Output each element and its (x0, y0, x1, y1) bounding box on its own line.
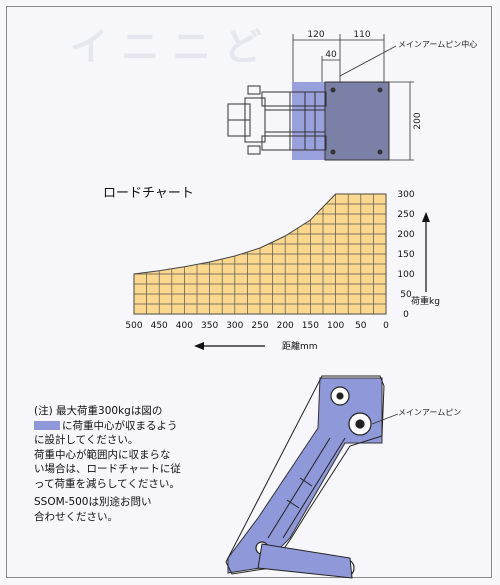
dim-height: 200 (413, 112, 423, 129)
y-tick-label: 200 (397, 230, 414, 240)
x-tick-label: 300 (226, 321, 243, 331)
x-tick-label: 0 (383, 321, 389, 331)
dim-top-left: 120 (307, 30, 324, 40)
plate-bolt (377, 149, 383, 155)
usage-note: (注) 最大荷重300kgは図の に荷重中心が収まるよう に設計してください。 … (34, 404, 224, 524)
side-pin-label: メインアームピン (398, 408, 461, 417)
platform-plate (324, 81, 390, 161)
note-line-text: に荷重中心が収まるよう (62, 419, 178, 432)
note-line: に設計してください。 (34, 434, 139, 446)
note-line: 荷重中心が範囲内に収まらな (34, 448, 171, 461)
note-line: に荷重中心が収まるよう (34, 419, 224, 434)
y-tick-label: 100 (397, 270, 414, 280)
y-tick-label: 150 (397, 250, 414, 260)
y-axis-ticks: 300 250 200 150 100 50 0 (397, 190, 414, 320)
plan-dimensions (292, 34, 414, 161)
note-line: (注) 最大荷重300kgは図の (34, 405, 163, 417)
side-view-diagram: メインアームピン (225, 375, 461, 579)
plate-bolt (377, 87, 383, 93)
mast-outline (225, 375, 385, 575)
x-axis-arrowhead (194, 342, 204, 350)
plan-view-diagram: 120 110 40 200 メインアームピン中心 イ ニ ニ ど (70, 25, 477, 161)
side-pin-leader (371, 413, 399, 425)
x-tick-label: 350 (201, 321, 218, 331)
chart-title: ロードチャート (103, 186, 194, 201)
y-axis-arrowhead (422, 212, 430, 222)
x-tick-label: 150 (302, 321, 319, 331)
note-line: SSOM-500は別途お問い (34, 496, 152, 508)
x-tick-label: 450 (151, 321, 168, 331)
y-tick-label: 50 (400, 290, 412, 300)
x-tick-label: 100 (327, 321, 344, 331)
bleed-through-text: イ ニ ニ ど (70, 25, 262, 69)
plate-bolt (330, 87, 336, 93)
plate-bolt (330, 149, 336, 155)
x-tick-label: 250 (251, 321, 268, 331)
mast-body (227, 377, 383, 574)
y-axis-label: 荷重kg (411, 295, 440, 307)
plan-pin-label: メインアームピン中心 (398, 39, 477, 49)
figure-frame (6, 6, 492, 578)
chart-grid (134, 194, 386, 314)
highlight-swatch (34, 420, 60, 430)
note-line: って荷重を減らしてください。 (34, 477, 180, 490)
y-tick-label: 300 (397, 190, 414, 200)
x-tick-label: 200 (277, 321, 294, 331)
x-axis-label: 距離mm (282, 340, 318, 352)
note-line: 合わせください。 (34, 510, 118, 523)
x-tick-label: 50 (355, 321, 367, 331)
arm-mechanism (227, 85, 327, 155)
lower-linkage (257, 543, 353, 579)
y-tick-label: 250 (397, 210, 414, 220)
note-line: い場合は、ロードチャートに従 (34, 463, 181, 475)
y-tick-label: 0 (403, 310, 409, 320)
x-tick-label: 400 (176, 321, 193, 331)
dim-mid: 40 (325, 50, 337, 60)
x-tick-label: 500 (125, 321, 142, 331)
dim-top-right: 110 (353, 30, 370, 40)
